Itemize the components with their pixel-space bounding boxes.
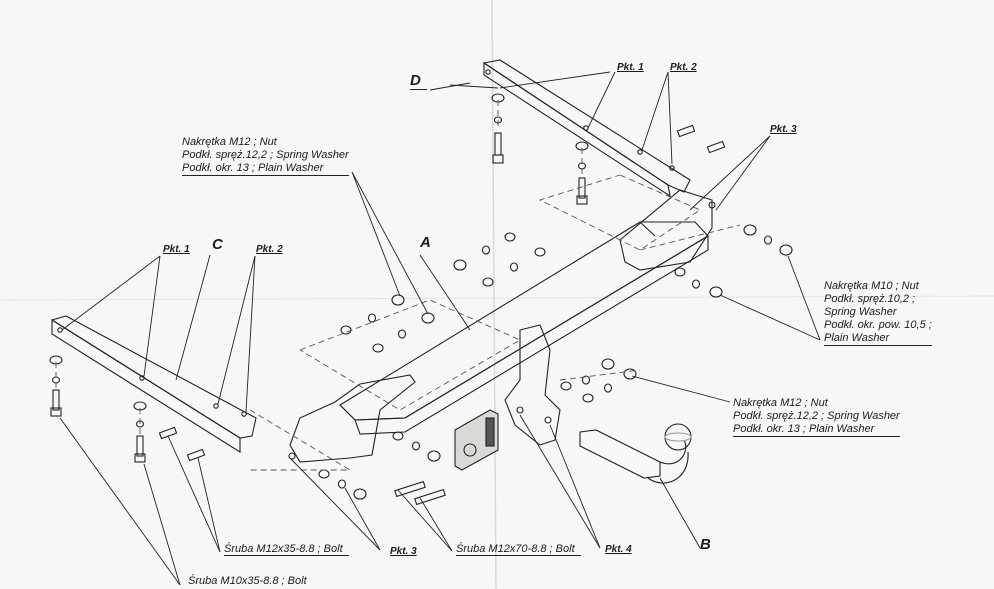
tow-ball-b <box>579 423 692 484</box>
crossbar-a <box>288 189 716 463</box>
socket-plate <box>454 409 499 471</box>
point-label-pkt3-top: Pkt. 3 <box>770 124 797 135</box>
part-label-a: A <box>420 234 431 251</box>
callout-nut-m12-right: Nakrętka M12 ; Nut Podkł. spręż.12,2 ; S… <box>733 397 900 437</box>
callout-bolt-m10x35: Śruba M10x35-8.8 ; Bolt <box>188 575 307 587</box>
hardware-washers-nuts <box>318 224 793 506</box>
point-label-pkt1-top: Pkt. 1 <box>617 62 644 73</box>
callout-nut-m12-top: Nakrętka M12 ; Nut Podkł. spręż.12,2 ; S… <box>182 136 349 176</box>
point-label-pkt2-left: Pkt. 2 <box>256 244 283 255</box>
part-label-b: B <box>700 536 711 553</box>
point-label-pkt1-left: Pkt. 1 <box>163 244 190 255</box>
point-label-pkt2-top: Pkt. 2 <box>670 62 697 73</box>
callout-bolt-m12x35: Śruba M12x35-8.8 ; Bolt <box>224 543 349 556</box>
bolts-d <box>491 93 726 205</box>
bolts-c <box>49 355 206 463</box>
part-label-c: C <box>212 236 223 253</box>
point-label-pkt3-bottom: Pkt. 3 <box>390 546 417 557</box>
callout-nut-m10-right: Nakrętka M10 ; Nut Podkł. spręż.10,2 ; S… <box>824 280 932 346</box>
bracket-d <box>482 59 691 198</box>
leader-lines <box>59 71 821 586</box>
bracket-c <box>50 315 257 453</box>
callout-bolt-m12x70: Śruba M12x70-8.8 ; Bolt <box>456 543 581 556</box>
part-label-d: D <box>410 72 427 90</box>
tow-plate <box>504 324 561 446</box>
assembly-dashes <box>55 100 741 471</box>
point-label-pkt4-bottom: Pkt. 4 <box>605 544 632 555</box>
